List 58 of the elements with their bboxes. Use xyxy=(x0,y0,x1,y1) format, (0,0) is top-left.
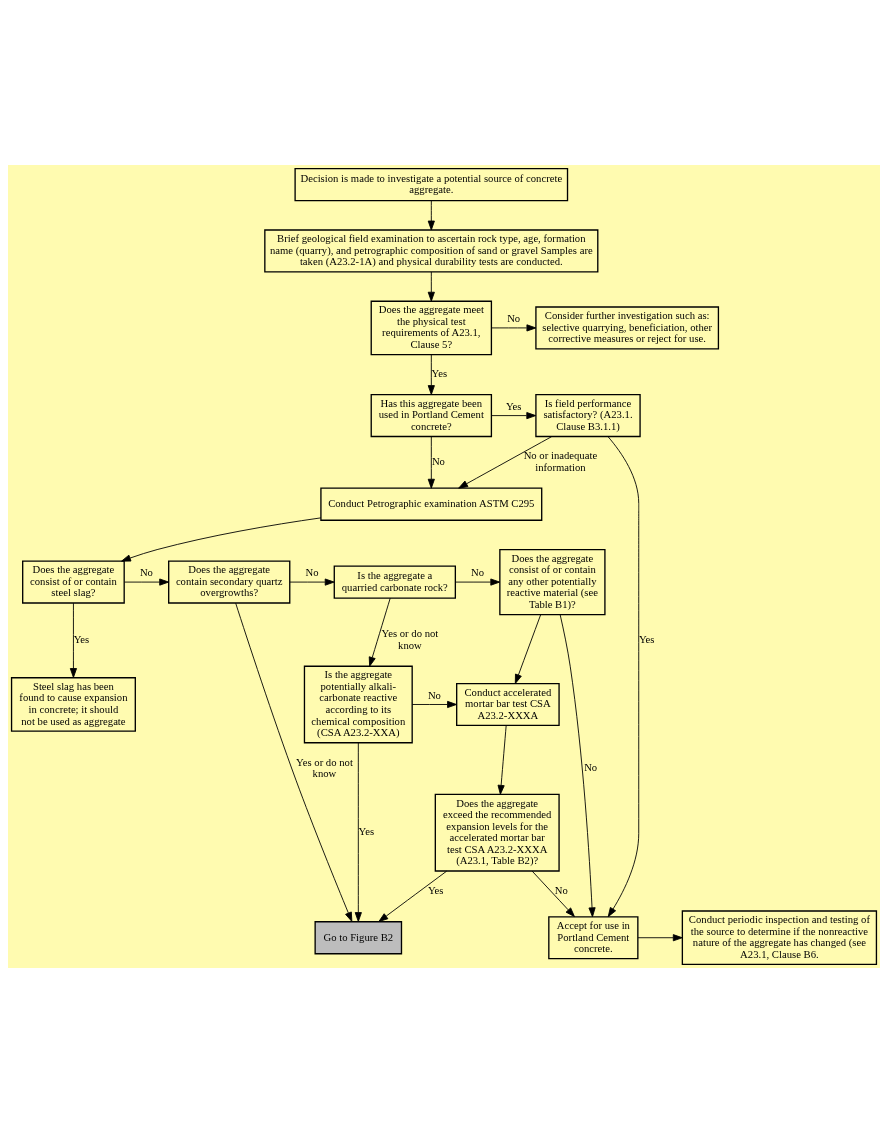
node-box: Does the aggregate meet the physical test requirements of A23.1, Clause 5? xyxy=(370,300,493,356)
arrow xyxy=(121,517,322,562)
node-box: Has this aggregate been used in Portland Cement concrete? xyxy=(370,394,493,438)
arrow xyxy=(124,578,170,586)
node-box: Accept for use in Portland Cement concrete. xyxy=(548,916,639,960)
arrow xyxy=(491,412,537,420)
node-box: Is field performance satisfactory? (A23.1. Clause B3.1.1) xyxy=(535,394,641,438)
arrow xyxy=(411,700,457,709)
node-box: Does the aggregate consist of or contain any other potentially reactive material (see Table B1)? xyxy=(499,548,606,616)
node-box: Consider further investigation such as: selective quarrying, beneficiation, other corrective measures or reject for use. xyxy=(535,306,720,350)
arrow xyxy=(637,934,683,942)
arrow xyxy=(368,597,391,667)
edge-label: Yes or do not know xyxy=(381,627,439,651)
edge-label: Yes xyxy=(638,633,655,646)
arrow xyxy=(559,614,596,918)
arrow xyxy=(497,724,507,795)
arrow xyxy=(455,578,501,586)
edge-label: No xyxy=(305,566,319,579)
edge-label: No xyxy=(471,566,485,579)
edge-label: No xyxy=(427,688,441,701)
node-box: Brief geological field examination to ascertain rock type, age, formation name (quarry), and petrographic composition of sand or gravel Samples are taken (A23.2-1A) and physical durability tests are conducted. xyxy=(264,229,599,273)
arrow xyxy=(427,271,435,302)
edge-label: Yes xyxy=(73,633,90,646)
arrow xyxy=(378,870,448,922)
edge-label: Yes xyxy=(358,825,375,838)
arrow xyxy=(531,870,575,917)
arrow xyxy=(607,436,640,918)
node-box: Conduct periodic inspection and testing of the source to determine if the nonreactive nature of the aggregate has changed (see A23.1, Clause B6. xyxy=(681,910,878,966)
arrow xyxy=(69,602,77,678)
edge-label: No or inadequate information xyxy=(523,449,598,473)
node-box: Decision is made to investigate a potential source of concrete aggregate. xyxy=(294,167,569,202)
node-box: Does the aggregate contain secondary quartz overgrowths? xyxy=(168,560,291,604)
node-box: Steel slag has been found to cause expansion in concrete; it should not be used as aggregate xyxy=(10,677,136,732)
edge-label: Yes xyxy=(505,399,522,412)
arrow xyxy=(427,354,435,395)
node-box: Go to Figure B2 xyxy=(314,921,403,955)
edge-label: No xyxy=(584,761,598,774)
node-box: Is the aggregate potentially alkali-carbonate reactive according to its chemical composition (CSA A23.2-XXA) xyxy=(303,665,413,744)
arrow xyxy=(458,436,553,489)
edge-label: No xyxy=(139,566,153,579)
edge-label: No xyxy=(507,312,521,325)
arrow xyxy=(514,614,542,684)
edge-label: Yes or do not know xyxy=(296,755,353,780)
arrow xyxy=(427,436,435,489)
node-box: Conduct accelerated mortar bar test CSA A23.2-XXXA xyxy=(456,682,560,727)
node-box: Does the aggregate consist of or contain steel slag? xyxy=(22,560,125,604)
edge-label: Yes xyxy=(431,367,448,380)
node-box: Is the aggregate a quarried carbonate rock? xyxy=(333,565,457,599)
arrow xyxy=(490,324,537,332)
node-box: Conduct Petrographic examination ASTM C295 xyxy=(320,487,543,521)
arrow xyxy=(427,200,435,231)
edge-label: Yes xyxy=(428,883,444,896)
node-box: Does the aggregate exceed the recommended expansion levels for the accelerated mortar bar test CSA A23.2-XXXA (A23.1, Table B2)? xyxy=(434,793,560,872)
arrow xyxy=(354,742,362,922)
arrow xyxy=(235,602,353,922)
edge-label: No xyxy=(554,883,568,896)
edge-label: No xyxy=(431,455,445,468)
arrow xyxy=(289,578,335,586)
